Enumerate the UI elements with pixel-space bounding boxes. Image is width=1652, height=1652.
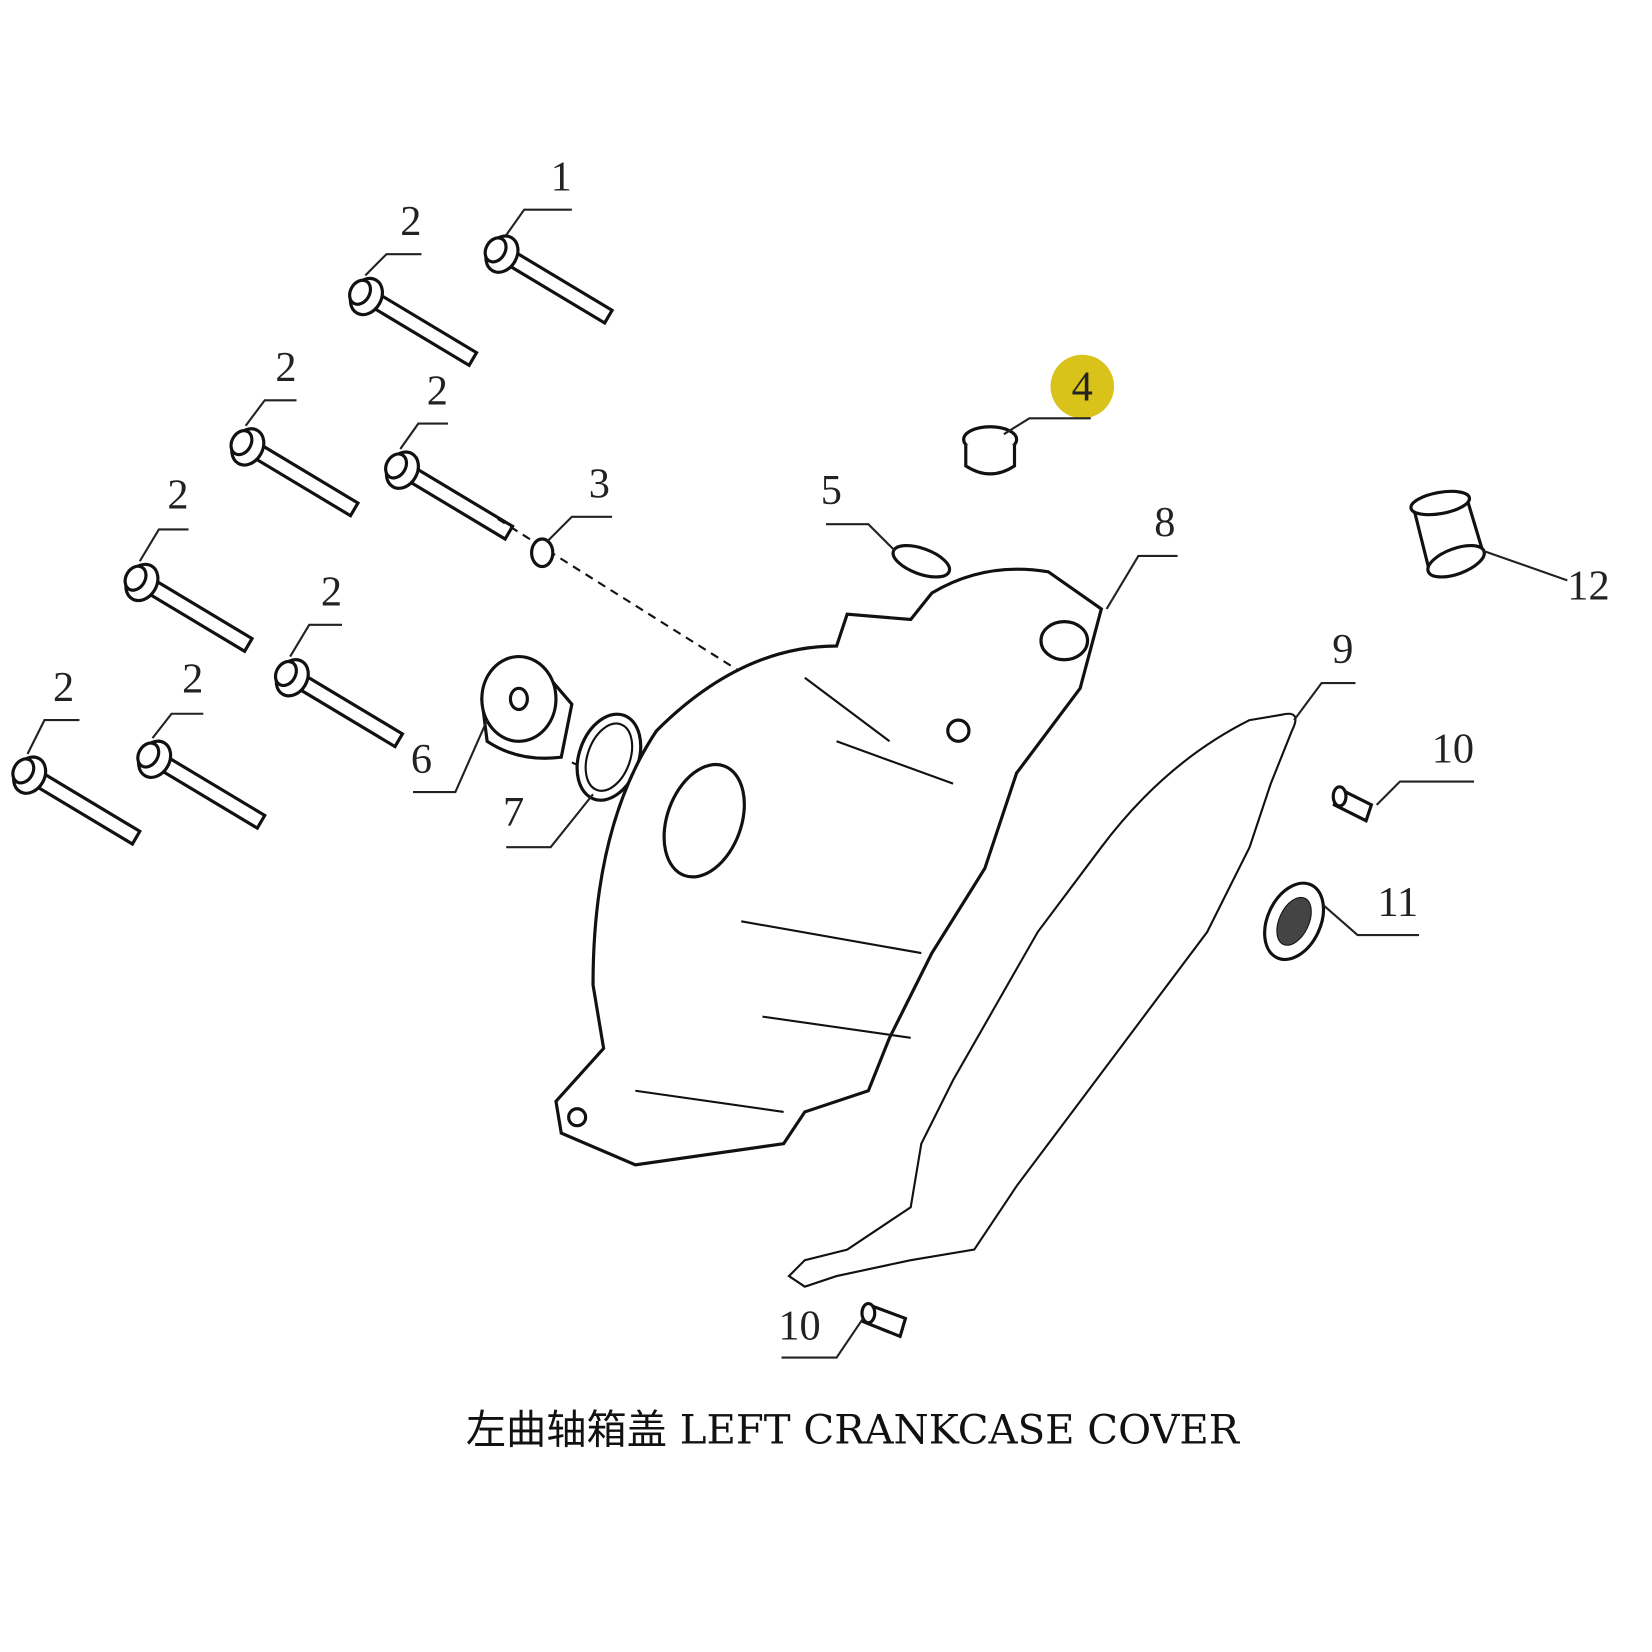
callout-c5: 5 (821, 467, 896, 552)
leader-line (413, 719, 489, 794)
bolt-part[interactable] (225, 423, 361, 518)
oil-seal-part-11[interactable] (1253, 874, 1335, 969)
callout-label: 1 (551, 154, 572, 201)
bolt-part[interactable] (270, 654, 405, 749)
callout-label: 2 (53, 664, 74, 711)
cover-part-8[interactable] (554, 567, 1104, 1167)
callout-c2e: 2 (289, 569, 343, 658)
leader-line (1003, 417, 1091, 436)
bolt-part[interactable] (120, 559, 255, 654)
leader-line (1482, 549, 1568, 582)
callout-c9: 9 (1293, 626, 1356, 721)
callout-label: 8 (1154, 499, 1175, 546)
leader-line (399, 422, 448, 450)
callout-c3: 3 (545, 461, 613, 543)
leader-line (1323, 904, 1420, 937)
alignment-line (497, 518, 785, 700)
callout-label: 2 (400, 198, 421, 245)
leader-line (1375, 780, 1475, 806)
bolt-part[interactable] (380, 446, 515, 542)
bolts-group (7, 230, 615, 847)
callout-label: 2 (275, 344, 296, 391)
callout-label: 2 (167, 471, 188, 518)
leader-line (138, 528, 189, 562)
leader-line (1293, 681, 1356, 721)
highlight-marker (1050, 354, 1115, 419)
callout-label: 9 (1332, 626, 1353, 673)
callout-c1: 1 (505, 154, 572, 236)
callout-c10a: 10 (1375, 725, 1475, 806)
washer-part-3[interactable] (530, 537, 555, 569)
callout-c8: 8 (1105, 499, 1178, 610)
plug-part-4[interactable] (962, 425, 1019, 476)
callout-label: 6 (411, 736, 432, 783)
callout-label: 10 (778, 1303, 820, 1350)
dowel-pin-part-10b[interactable] (860, 1302, 908, 1339)
gasket-part-9[interactable] (787, 712, 1297, 1288)
callout-label: 2 (427, 368, 448, 415)
callout-c6: 6 (411, 719, 489, 794)
o-ring-part-5[interactable] (889, 539, 953, 583)
callout-label: 10 (1432, 725, 1474, 772)
bolt-part[interactable] (480, 230, 615, 326)
leader-line (364, 253, 422, 277)
leader-line (1105, 554, 1178, 610)
cap-part-6[interactable] (480, 654, 574, 760)
callout-c2g: 2 (151, 656, 204, 739)
callout-label: 5 (821, 467, 842, 514)
leader-line (151, 712, 204, 739)
callout-c7: 7 (503, 789, 594, 849)
leader-line (289, 623, 343, 658)
bushing-part-12[interactable] (1409, 487, 1488, 583)
callout-label: 2 (321, 569, 342, 616)
leader-line (781, 1317, 864, 1359)
bolt-part[interactable] (344, 273, 479, 368)
callout-label: 4 (1072, 363, 1093, 410)
bolt-part[interactable] (7, 751, 142, 847)
diagram-title: 左曲轴箱盖 LEFT CRANKCASE COVER (466, 1407, 1241, 1453)
callout-label: 12 (1567, 562, 1609, 609)
leader-line (545, 515, 613, 543)
callout-c12: 12 (1482, 549, 1610, 609)
callout-c2f: 2 (26, 664, 80, 755)
callout-c2b: 2 (244, 344, 297, 427)
leader-line (26, 719, 80, 755)
bolt-part[interactable] (132, 735, 267, 831)
callout-c10b: 10 (778, 1303, 864, 1359)
callout-label: 2 (182, 656, 203, 703)
callout-label: 3 (589, 461, 610, 508)
callout-c11: 11 (1323, 879, 1420, 937)
leader-line (505, 208, 572, 236)
callout-c4: 4 (1003, 363, 1093, 436)
leader-line (826, 523, 896, 552)
callout-c2a: 2 (364, 198, 422, 277)
callout-label: 7 (503, 789, 524, 836)
callout-label: 11 (1377, 879, 1418, 926)
leader-line (506, 793, 594, 849)
leader-line (244, 399, 297, 427)
callout-c2c: 2 (399, 368, 448, 450)
dowel-pin-part-10a[interactable] (1331, 785, 1374, 823)
callout-c2d: 2 (138, 471, 189, 562)
